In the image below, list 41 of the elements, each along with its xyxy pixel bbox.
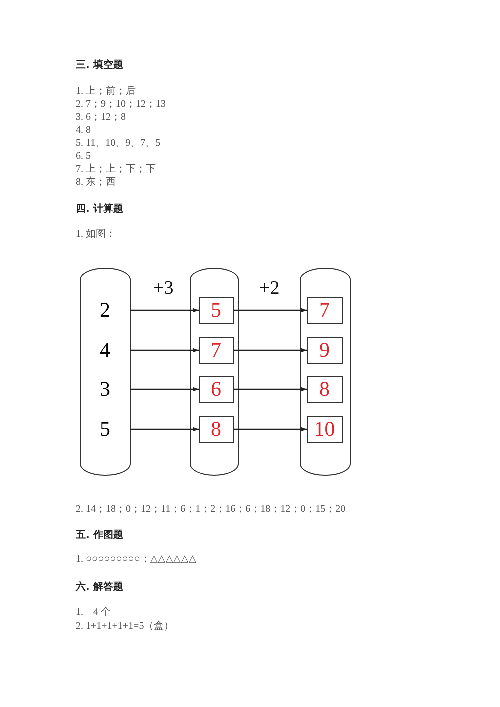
answer-text: 2. 1+1+1+1+1=5（盒）: [76, 621, 174, 633]
answer-text: 1. ○○○○○○○○○；△△△△△△: [76, 554, 197, 566]
answer-text: 8. 东；西: [76, 177, 116, 189]
answer-text: 3. 6；12；8: [76, 112, 126, 124]
arrow: [234, 348, 307, 353]
number-text: 3: [80, 376, 130, 403]
number-box: 7: [306, 296, 343, 324]
answer-text: 1. 如图：: [76, 229, 116, 241]
arrow: [234, 308, 307, 313]
number-box: 5: [198, 296, 234, 324]
number-box: 7: [198, 336, 234, 364]
section-heading: 五. 作图题: [76, 530, 124, 542]
answer-text: 5. 11、10、9、7、5: [76, 138, 161, 150]
answer-text: 2. 7；9；10；12；13: [76, 99, 166, 111]
answer-text: 7. 上；上；下；下: [76, 164, 156, 176]
answer-text: 2. 14；18；0；12；11；6；1；2；16；6；18；12；0；15；20: [76, 504, 346, 516]
number-box: 6: [198, 376, 234, 403]
arrow: [234, 427, 307, 432]
cylinder-column: [80, 268, 131, 476]
number-text: 4: [80, 336, 130, 364]
section-heading: 四. 计算题: [76, 204, 124, 216]
edge-label: +3: [152, 278, 175, 298]
arrow: [130, 308, 199, 313]
cylinder-column: [300, 268, 351, 476]
number-box: 10: [306, 416, 343, 443]
number-box: 8: [198, 416, 234, 443]
number-text: 2: [80, 296, 130, 324]
answer-text: 6. 5: [76, 151, 91, 163]
number-box: 9: [306, 336, 343, 364]
section-heading: 三. 填空题: [76, 60, 124, 72]
cylinder-column: [190, 268, 239, 476]
arrow: [130, 387, 199, 392]
arrow: [130, 427, 199, 432]
arrow: [130, 348, 199, 353]
answer-text: 1. 上；前；后: [76, 86, 136, 98]
answer-text: 1. 4 个: [76, 607, 111, 619]
number-box: 8: [306, 376, 343, 403]
section-heading: 六. 解答题: [76, 582, 124, 594]
number-text: 5: [80, 416, 130, 443]
answer-text: 4. 8: [76, 125, 91, 137]
arrow: [234, 387, 307, 392]
